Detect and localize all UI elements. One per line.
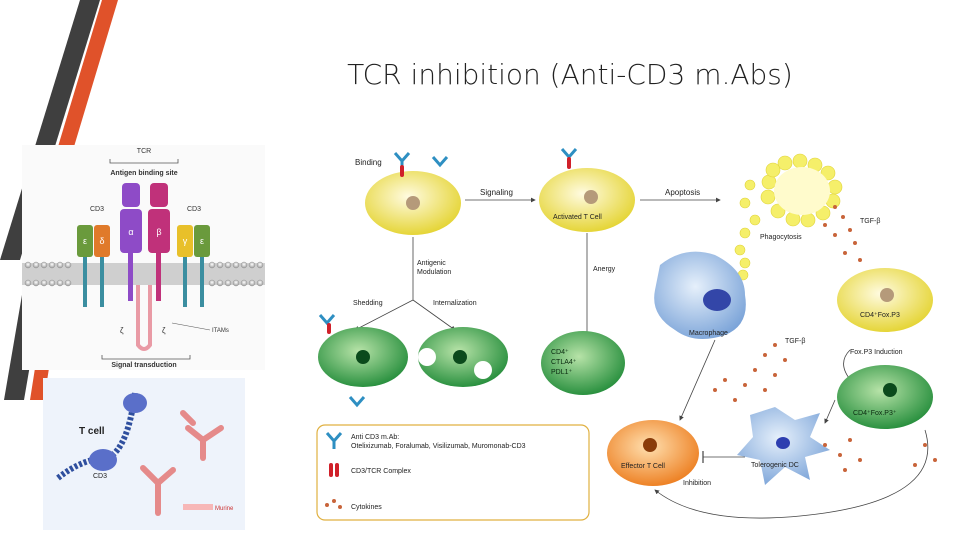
zeta-1-label: ζ (120, 326, 124, 335)
cd4-foxp3-cell-bottom (837, 365, 933, 429)
signal-transduction-label: Signal transduction (111, 362, 176, 369)
effector-t-cell-label: Effector T Cell (621, 463, 665, 470)
cd3-left-label: CD3 (90, 206, 104, 213)
mechanism-flow-diagram: Binding Signaling Activated T Cell Apopt… (305, 145, 940, 525)
tcr-complex-diagram: TCR Antigen binding site CD3 CD3 ε δ α β… (22, 145, 265, 370)
itams-label: ITAMs (212, 328, 229, 334)
legend-cytokine-icon (325, 499, 342, 509)
legend-box (316, 424, 590, 521)
murine-legend-swatch (183, 504, 213, 510)
binding-label: Binding (355, 158, 382, 167)
phagocytosis-label: Phagocytosis (760, 234, 802, 241)
slide-title: TCR inhibition (Anti-CD3 m.Abs) (347, 58, 793, 91)
cd3-label: CD3 (93, 473, 107, 480)
tcr-label: TCR (137, 148, 151, 155)
beta-label: β (156, 227, 161, 237)
cd4-label: CD4⁺ (551, 349, 569, 356)
murine-antibody-icon (140, 410, 224, 516)
gamma-label: γ (183, 236, 188, 246)
cd4-foxp3-top-label: CD4⁺Fox.P3 (860, 312, 900, 319)
macrophage-cell (654, 251, 746, 339)
epsilon-2-label: ε (200, 236, 204, 246)
macrophage-label: Macrophage (689, 330, 728, 337)
anergic-cell (541, 331, 625, 395)
cytokine-dots (713, 205, 937, 472)
cd3-right-label: CD3 (187, 206, 201, 213)
zeta-2-label: ζ (162, 326, 166, 335)
antibody-icon (393, 152, 411, 167)
tgf-beta-2-label: TGF-β (785, 338, 805, 345)
ctla4-label: CTLA4⁺ (551, 359, 577, 366)
alpha-label: α (128, 227, 133, 237)
tcell-label: T cell (79, 426, 105, 437)
antigen-binding-label: Antigen binding site (110, 170, 177, 177)
effector-t-cell (607, 420, 699, 486)
legend-complex-label: CD3/TCR Complex (351, 468, 411, 475)
legend-cytokines-label: Cytokines (351, 504, 382, 511)
legend-anti-cd3-title: Anti CD3 m.Ab: (351, 434, 399, 441)
anergy-label: Anergy (593, 266, 616, 273)
cd3-molecule-top (123, 393, 147, 413)
delta-label: δ (99, 236, 104, 246)
internalization-label: Internalization (433, 300, 477, 307)
inhibition-label: Inhibition (683, 480, 711, 487)
apoptosis-label: Apoptosis (665, 188, 700, 197)
pdl1-label: PDL1⁺ (551, 369, 573, 376)
apoptotic-cell (734, 153, 843, 281)
foxp3-induction-label: Fox.P3 Induction (850, 349, 903, 356)
cd3-molecule-bottom (89, 449, 117, 471)
shedding-label: Shedding (353, 300, 383, 307)
legend-anti-cd3-list: Otelixizumab, Foralumab, Visilizumab, Mu… (351, 443, 526, 450)
legend-antibody-icon (325, 432, 343, 449)
tolerogenic-dc-label: Tolerogenic DC (751, 462, 799, 469)
tgf-beta-1-label: TGF-β (860, 218, 880, 225)
tcell-antibody-diagram: T cell CD3 Murine (43, 378, 245, 530)
activated-t-cell-label: Activated T Cell (553, 214, 602, 221)
legend-complex-icon (329, 463, 333, 477)
signaling-label: Signaling (480, 188, 513, 197)
epsilon-1-label: ε (83, 236, 87, 246)
murine-label: Murine (215, 506, 234, 512)
cd4-foxp3-bottom-label: CD4⁺Fox.P3⁺ (853, 410, 897, 417)
